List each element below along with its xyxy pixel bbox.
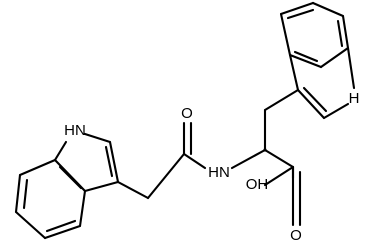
- bond: [322, 102, 350, 120]
- bond: [83, 132, 112, 144]
- bond: [263, 88, 300, 112]
- bond: [230, 148, 267, 170]
- amide-oxygen-label: O: [181, 105, 193, 122]
- bond: [293, 50, 319, 63]
- bond: [83, 180, 120, 193]
- bond: [263, 148, 295, 169]
- amide-linkage: [116, 121, 207, 200]
- bond: [14, 173, 22, 214]
- bond: [182, 152, 207, 170]
- bond: [296, 88, 326, 120]
- bond: [279, 12, 292, 57]
- amide-nh-label: HN: [208, 164, 230, 181]
- acid-hydroxyl-label: OH: [246, 176, 269, 193]
- bond: [288, 53, 323, 69]
- bond: [279, 1, 315, 16]
- bond: [78, 189, 87, 228]
- bond: [108, 140, 120, 184]
- acid-oxygen-label: O: [290, 227, 302, 244]
- bond: [311, 1, 345, 18]
- bond: [104, 145, 114, 178]
- bond: [346, 46, 356, 90]
- bond: [116, 180, 150, 200]
- bond: [45, 219, 77, 233]
- right-indole-nh-label-h: H: [349, 90, 360, 107]
- bond: [146, 152, 186, 200]
- bond: [302, 86, 328, 113]
- bond: [336, 19, 344, 48]
- amino-acid-backbone: [230, 108, 302, 227]
- atom-labels: H HN HN O OH O: [64, 90, 359, 244]
- bond: [341, 14, 350, 50]
- bond: [43, 224, 82, 240]
- bond: [263, 165, 295, 187]
- left-indole-ring: [14, 132, 120, 240]
- bond: [14, 210, 47, 240]
- bond: [319, 46, 350, 69]
- bond: [288, 53, 300, 92]
- bond: [22, 178, 29, 210]
- bond: [286, 8, 315, 20]
- bond: [18, 158, 57, 177]
- left-indole-nh-label: HN: [64, 122, 86, 139]
- right-indole-ring: [263, 1, 356, 120]
- bond: [58, 165, 83, 190]
- bond: [53, 140, 68, 162]
